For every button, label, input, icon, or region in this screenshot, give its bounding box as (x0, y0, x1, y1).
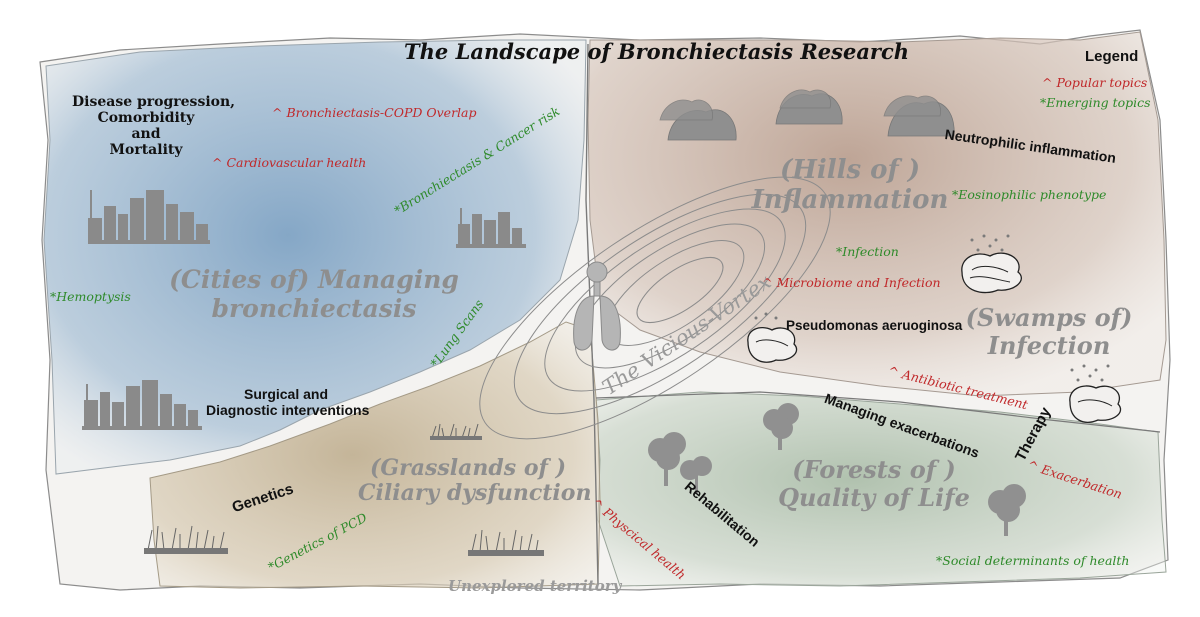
topic-hemoptysis: *Hemoptysis (50, 289, 131, 304)
topic-microbiome: ^ Microbiome and Infection (762, 275, 941, 290)
legend-emerging: *Emerging topics (1040, 95, 1151, 110)
cities-region (43, 39, 587, 475)
tree-icon (763, 403, 799, 450)
topic-pseudomonas: Pseudomonas aeruoginosa (786, 318, 963, 333)
topic-cardiovascular: ^ Cardiovascular health (212, 155, 367, 170)
hill-icon (659, 99, 737, 141)
topic-infection: *Infection (836, 244, 899, 259)
region-hills: (Hills of ) Inflammation (751, 155, 949, 215)
rain-cloud-icon (754, 234, 1110, 382)
grass-icon (468, 529, 544, 556)
region-grasslands: (Grasslands of ) Ciliary dysfunction (358, 455, 592, 507)
topic-eosinophilic: *Eosinophilic phenotype (952, 187, 1107, 202)
region-cities: (Cities of) Managing bronchiectasis (169, 265, 459, 323)
region-forests: (Forests of ) Quality of Life (778, 455, 970, 512)
grass-icon (144, 525, 228, 554)
map-title: The Landscape of Bronchiectasis Research (404, 39, 910, 64)
swamp-icon (961, 252, 1022, 294)
region-swamps: (Swamps of) Infection (965, 303, 1133, 360)
hill-icon (883, 95, 955, 137)
tree-icon (648, 432, 712, 494)
grass-icon (430, 423, 482, 440)
tree-icon (988, 484, 1026, 536)
unexplored-territory-label: Unexplored territory (448, 577, 622, 595)
city-skyline-icon (82, 380, 202, 430)
hill-icon (775, 89, 843, 125)
topic-disease-progression: Disease progression, Comorbidity and Mor… (72, 94, 236, 159)
swamp-icon (1069, 385, 1122, 423)
topic-surgical-interventions: Surgical and Diagnostic interventions (206, 386, 370, 419)
legend-heading: Legend (1085, 48, 1139, 65)
swamp-icon (747, 327, 798, 363)
topic-copd-overlap: ^ Bronchiectasis-COPD Overlap (272, 105, 477, 120)
city-skyline-icon (456, 208, 526, 248)
city-skyline-icon (88, 190, 210, 244)
lungs-icon (573, 261, 621, 351)
forests-region (595, 391, 1167, 587)
legend-popular: ^ Popular topics (1042, 75, 1148, 90)
topic-social-determinants: *Social determinants of health (936, 553, 1130, 568)
divider-forest (595, 391, 1161, 433)
